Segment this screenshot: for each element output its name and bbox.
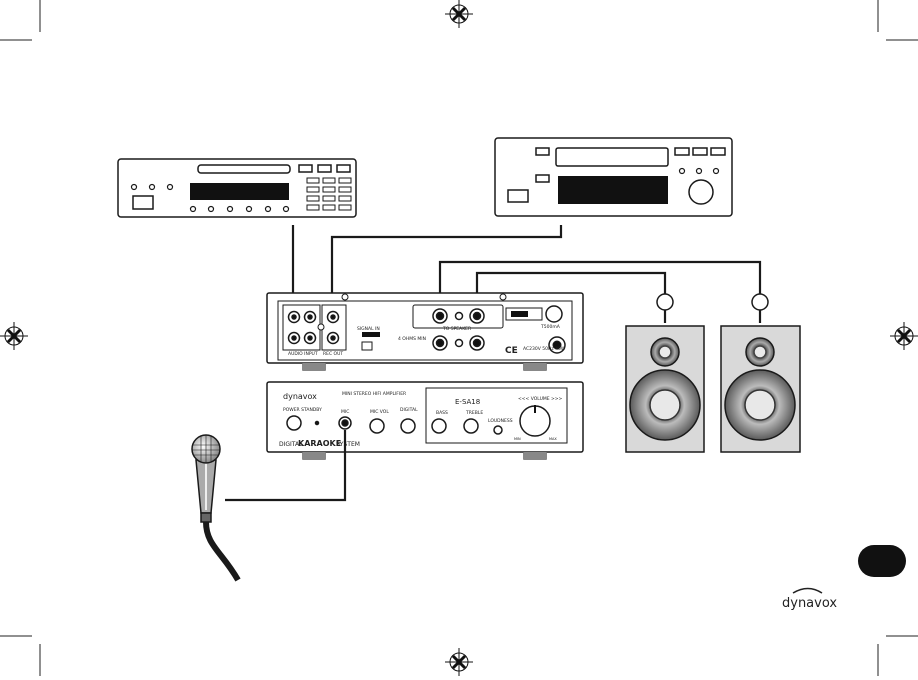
speaker-left: [626, 326, 704, 452]
logo-text: dynavox: [782, 596, 837, 611]
voltage-label: AC230V 50Hz 40W: [523, 346, 566, 352]
speaker-right: [721, 326, 800, 452]
power-label: POWER STANDBY: [283, 407, 322, 413]
volume-max-label: MAX: [549, 437, 557, 441]
digital-knob: [401, 419, 415, 433]
front-panel-feet: [302, 452, 547, 460]
volume-min-label: MIN: [514, 437, 521, 441]
mic-vol-label: MIC VOL: [370, 409, 389, 415]
volume-label: <<< VOLUME >>>: [518, 396, 563, 402]
fuse-label: T500mA: [540, 324, 561, 330]
bass-label: BASS: [436, 410, 448, 416]
registration-mark-top: [445, 0, 473, 28]
signal-in-label: SIGNAL IN: [357, 326, 380, 332]
tape-deck: [495, 138, 732, 216]
brand-logo: dynavox: [782, 589, 837, 612]
cd-player: [118, 159, 356, 217]
loudness-button: [494, 426, 502, 434]
ce-mark: CE: [505, 346, 518, 356]
rear-panel-feet: [302, 363, 547, 371]
digital-label: DIGITAL: [400, 407, 418, 413]
speaker-connectors: [657, 294, 768, 310]
to-speaker-label: TO SPEAKER: [442, 326, 471, 332]
treble-label: TREBLE: [465, 410, 483, 416]
footer-system: SYSTEM: [336, 441, 360, 448]
treble-knob: [464, 419, 478, 433]
amp-subtitle: MINI STEREO HIFI AMPLIFIER: [342, 391, 406, 397]
amp-model: E-SA18: [455, 398, 480, 406]
power-knob: [287, 416, 301, 430]
audio-input-label: AUDIO INPUT: [288, 351, 318, 357]
loudness-label: LOUDNESS: [488, 418, 513, 424]
registration-mark-bottom: [445, 648, 473, 676]
page-badge: [858, 545, 906, 577]
footer-karaoke: KARAOKE: [298, 439, 341, 448]
registration-mark-right: [890, 322, 918, 350]
microphone: [192, 435, 220, 522]
registration-mark-left: [0, 322, 28, 350]
bass-knob: [432, 419, 446, 433]
rec-out-label: REC OUT: [323, 351, 343, 357]
mic-label: MIC: [341, 409, 349, 415]
speaker-impedance-label: 4 OHMS MIN: [398, 336, 426, 342]
mic-vol-knob: [370, 419, 384, 433]
amp-brand: dynavox: [283, 392, 317, 401]
